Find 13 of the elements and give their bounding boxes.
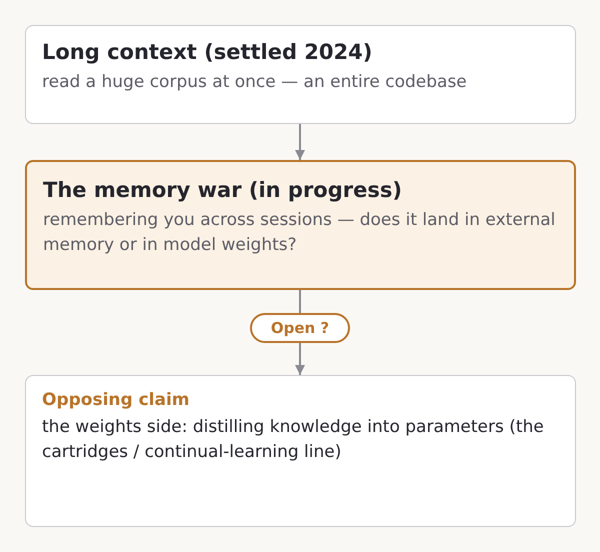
- description: remembering you across sessions — does it land in external memory or in model weights?: [43, 209, 556, 257]
- arrow: [295, 124, 305, 160]
- heading: Long context (settled 2024): [42, 40, 374, 64]
- heading: The memory war (in progress): [43, 178, 403, 202]
- status-pill: [250, 313, 350, 343]
- heading: Opposing claim: [42, 390, 191, 410]
- claim-box: [25, 375, 576, 527]
- arrow: [295, 343, 305, 375]
- status-label: Open ?: [270, 319, 330, 337]
- description: read a huge corpus at once — an entire codebase: [42, 71, 468, 94]
- description: the weights side: distilling knowledge into parameters (the cartridges / continual-learning line): [42, 416, 545, 464]
- process-box: [25, 25, 576, 124]
- highlighted-box: [25, 160, 576, 290]
